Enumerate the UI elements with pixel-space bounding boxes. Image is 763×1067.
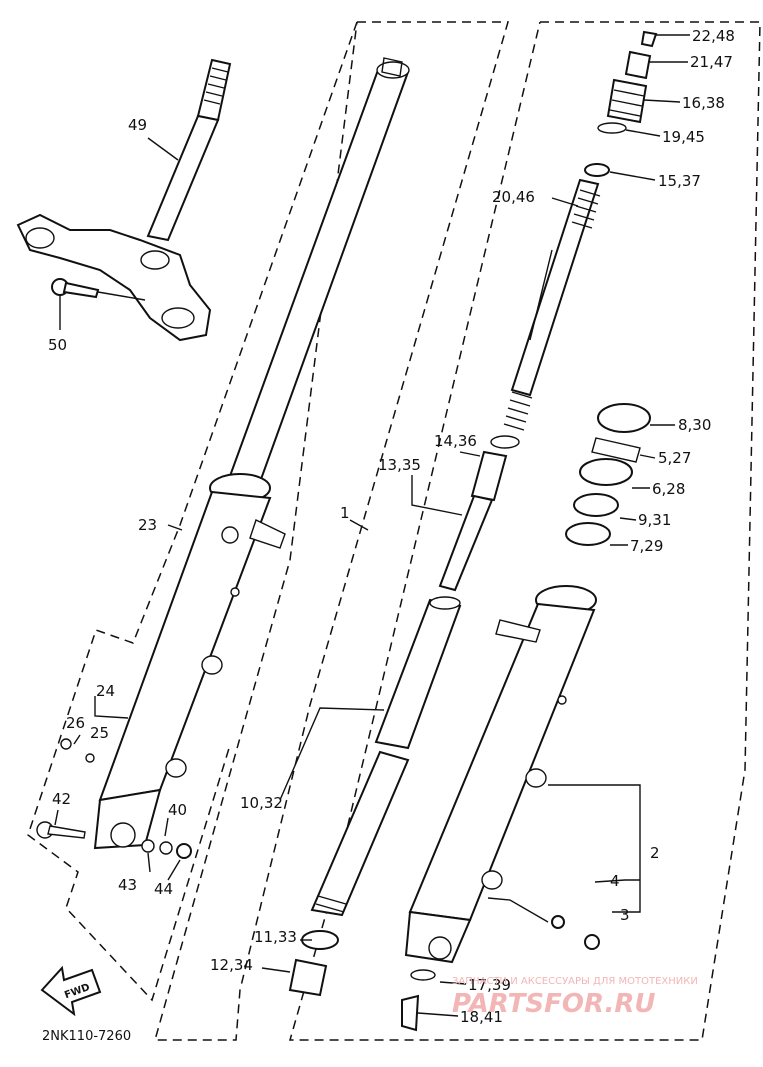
under-bracket bbox=[16, 213, 212, 342]
callout-50: 50 bbox=[48, 336, 67, 354]
callout-8: 8,30 bbox=[678, 416, 711, 434]
cap-bolt-22 bbox=[640, 30, 658, 48]
watermark-tagline: ЗАПЧАСТИ И АКСЕССУАРЫ ДЛЯ МОТОТЕХНИКИ bbox=[452, 976, 698, 987]
leader-lines bbox=[54, 34, 690, 1017]
callout-9: 9,31 bbox=[638, 511, 671, 529]
callout-7: 7,29 bbox=[630, 537, 663, 555]
washer-15 bbox=[584, 163, 610, 177]
callout-23: 23 bbox=[138, 516, 157, 534]
callout-42: 42 bbox=[52, 790, 71, 808]
callout-5: 5,27 bbox=[658, 449, 691, 467]
callout-10: 10,32 bbox=[240, 794, 283, 812]
callout-49: 49 bbox=[128, 116, 147, 134]
callout-2: 2 bbox=[650, 844, 660, 862]
callout-20: 20,46 bbox=[492, 188, 535, 206]
callout-labels: 22,48 21,47 16,38 19,45 15,37 20,46 49 5… bbox=[48, 27, 735, 1026]
callout-15: 15,37 bbox=[658, 172, 701, 190]
callout-18: 18,41 bbox=[460, 1008, 503, 1026]
part-12 bbox=[288, 958, 328, 997]
fwd-direction-arrow: FWD bbox=[40, 965, 102, 1017]
callout-21: 21,47 bbox=[690, 53, 733, 71]
callout-44: 44 bbox=[154, 880, 173, 898]
group-outline-left bbox=[27, 21, 358, 1002]
small-hardware-left bbox=[36, 738, 192, 859]
part-13 bbox=[438, 450, 508, 592]
small-hardware-right bbox=[401, 915, 600, 1032]
callout-14: 14,36 bbox=[434, 432, 477, 450]
part-14 bbox=[490, 435, 520, 449]
callout-22: 22,48 bbox=[692, 27, 735, 45]
callout-13: 13,35 bbox=[378, 456, 421, 474]
callout-12: 12,34 bbox=[210, 956, 253, 974]
callout-6: 6,28 bbox=[652, 480, 685, 498]
watermark-brand: PARTSFOR.RU bbox=[452, 989, 655, 1019]
part-16 bbox=[606, 78, 648, 124]
callout-25: 25 bbox=[90, 724, 109, 742]
watermark: ЗАПЧАСТИ И АКСЕССУАРЫ ДЛЯ МОТОТЕХНИКИ PA… bbox=[452, 976, 698, 1019]
callout-26: 26 bbox=[66, 714, 85, 732]
callout-11: 11,33 bbox=[254, 928, 297, 946]
oil-seal-stack bbox=[565, 403, 651, 546]
part-21 bbox=[624, 50, 652, 80]
left-inner-tube bbox=[228, 57, 410, 484]
diagram-code: 2NK110-7260 bbox=[42, 1029, 131, 1044]
callout-40: 40 bbox=[168, 801, 187, 819]
group-outline-middle bbox=[154, 21, 509, 1041]
callout-24: 24 bbox=[96, 682, 115, 700]
callout-4: 4 bbox=[610, 872, 620, 890]
callout-19: 19,45 bbox=[662, 128, 705, 146]
oring-19 bbox=[597, 122, 627, 134]
left-outer-tube-23 bbox=[93, 473, 286, 850]
callout-1: 1 bbox=[340, 504, 350, 522]
steering-stem-49 bbox=[146, 58, 232, 242]
callout-3: 3 bbox=[620, 906, 630, 924]
bolt-50 bbox=[51, 278, 100, 299]
callout-43: 43 bbox=[118, 876, 137, 894]
callout-17: 17,39 bbox=[468, 976, 511, 994]
callout-16: 16,38 bbox=[682, 94, 725, 112]
fork-spring-10 bbox=[310, 596, 462, 917]
right-outer-tube-2 bbox=[404, 585, 597, 964]
damper-rod-20 bbox=[503, 178, 601, 431]
